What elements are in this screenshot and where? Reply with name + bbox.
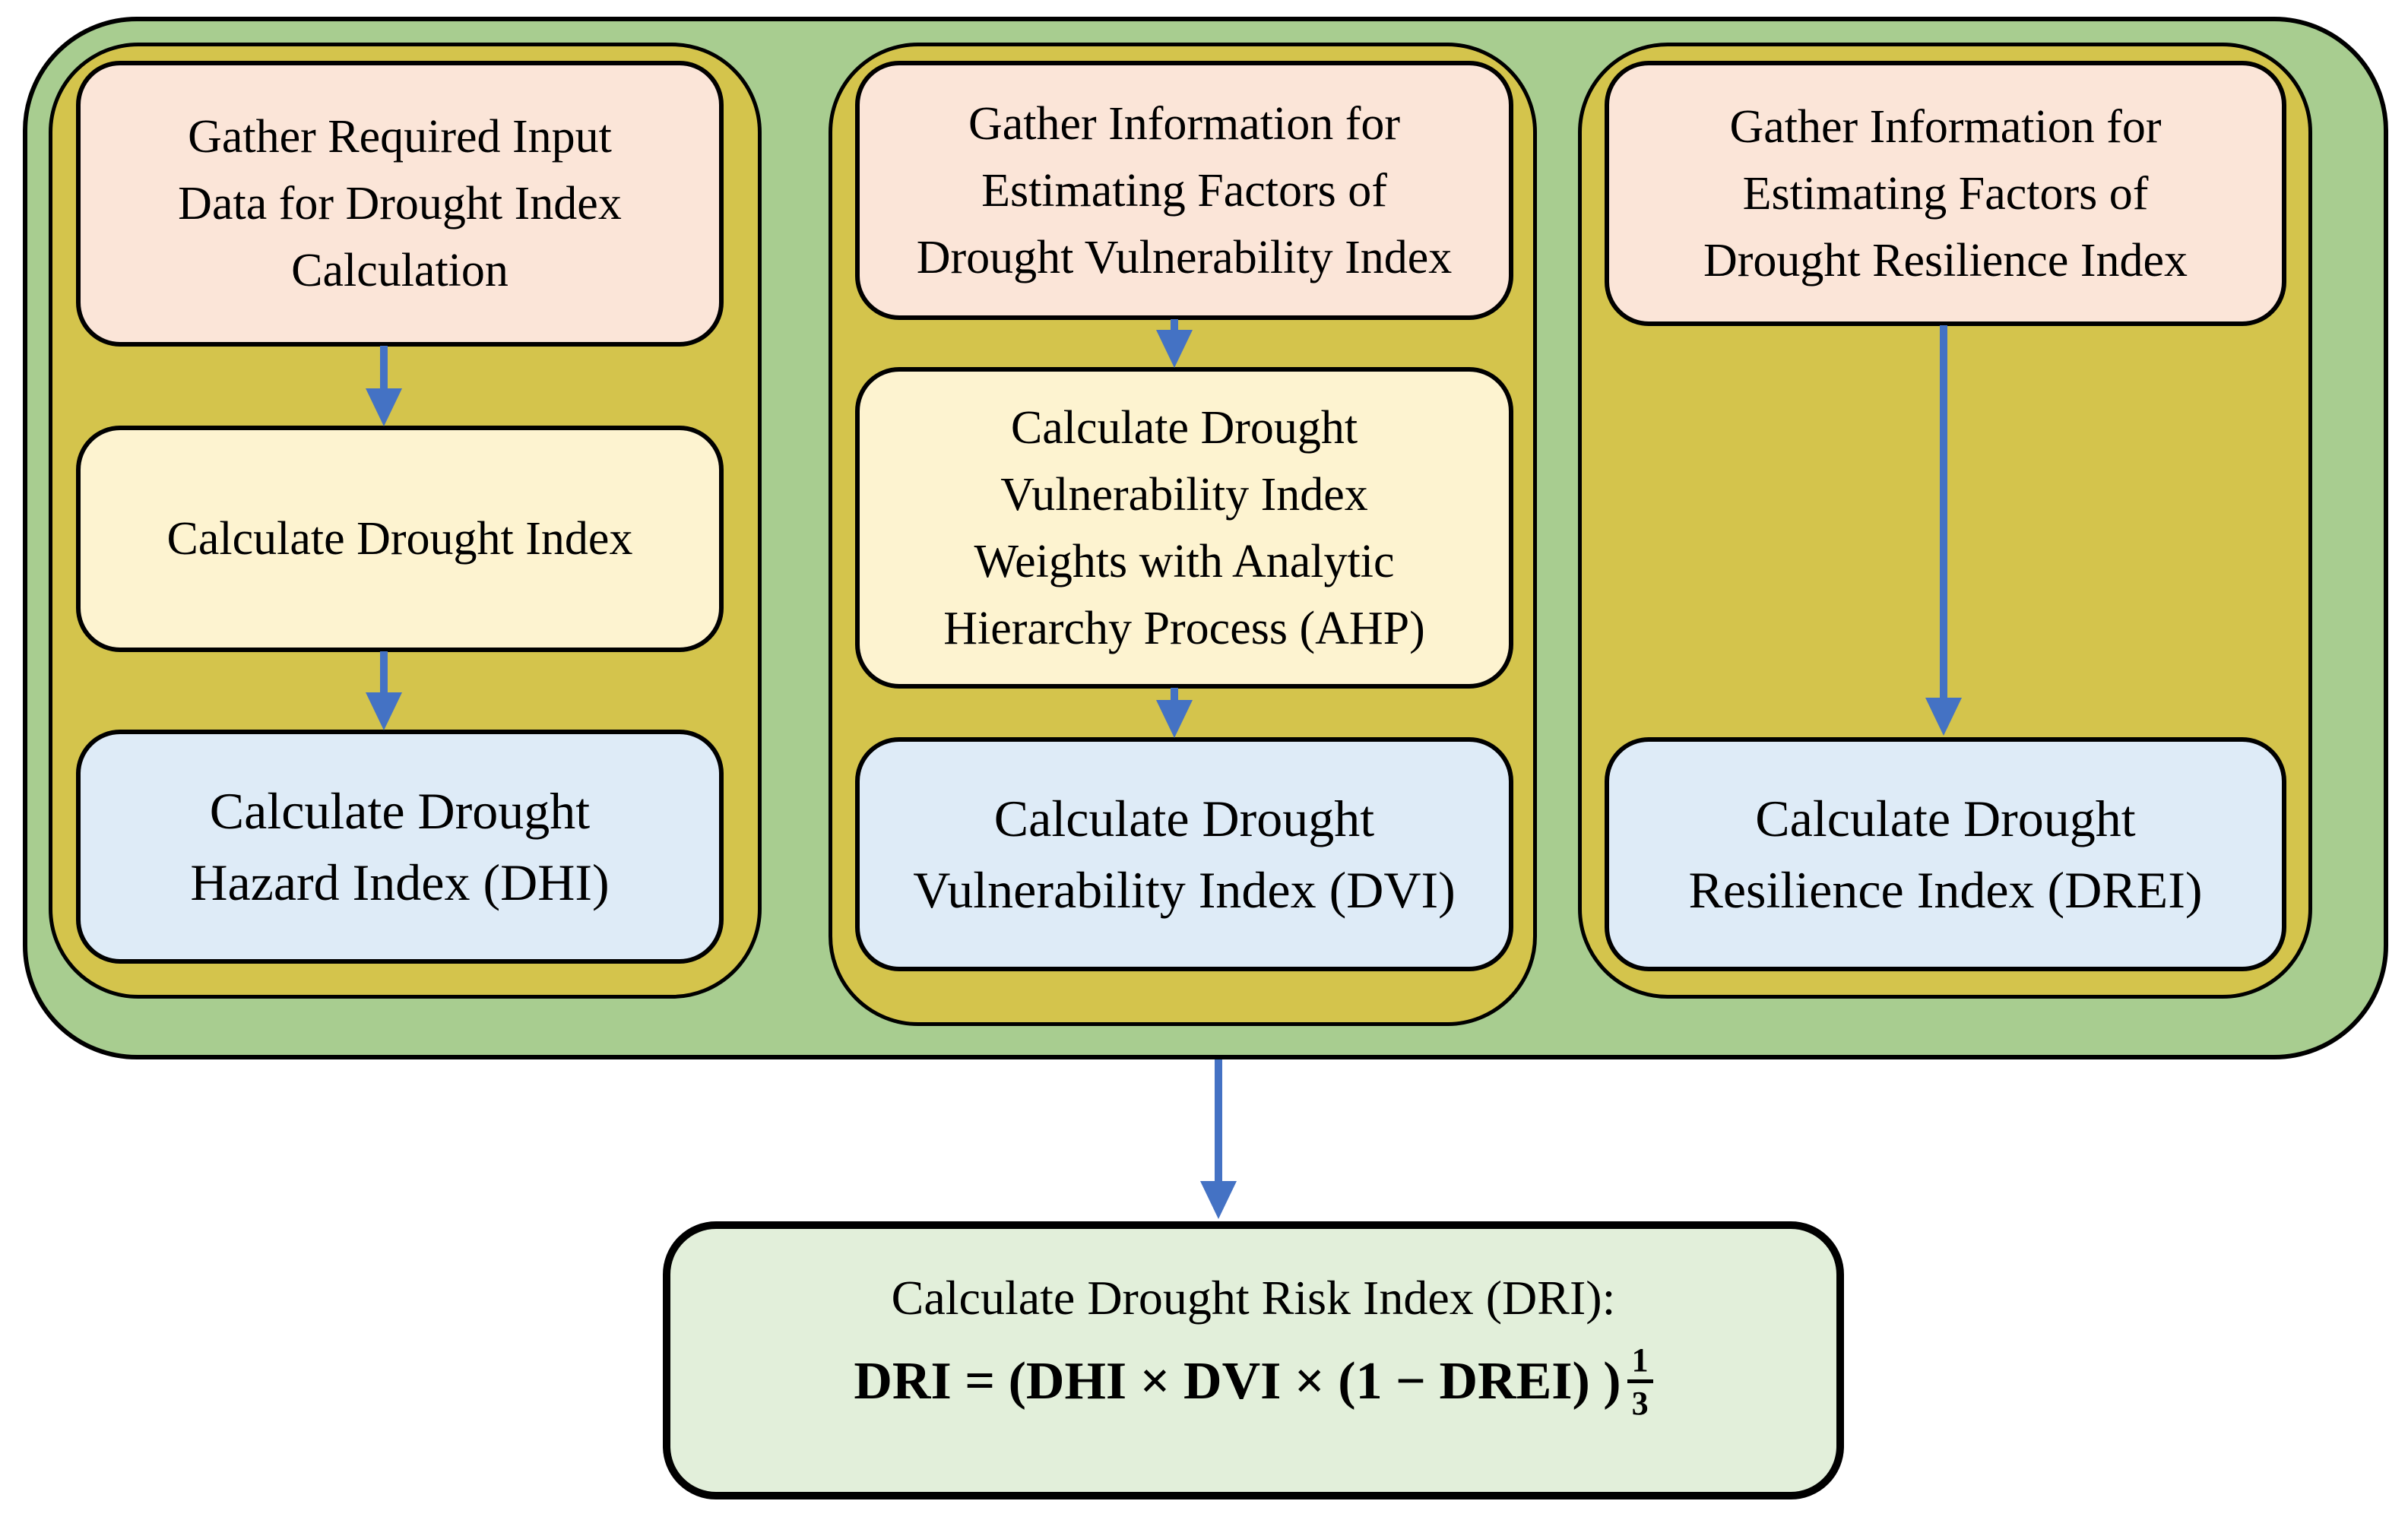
arrow-head-icon [1156, 330, 1193, 368]
arrow-shaft [1215, 1059, 1222, 1182]
arrow-shaft [1171, 688, 1178, 701]
exponent-denominator: 3 [1631, 1385, 1649, 1422]
calculate-dvi-box: Calculate Drought Vulnerability Index (D… [855, 737, 1513, 971]
arrow-shaft [380, 346, 388, 389]
gather-vulnerability-info-box: Gather Information for Estimating Factor… [855, 61, 1513, 320]
box-text-line: Hazard Index (DHI) [190, 853, 610, 911]
arrow-input-to-index [366, 346, 402, 426]
arrow-info-to-drei [1925, 325, 1962, 736]
box-text-line: Calculate Drought [993, 790, 1375, 847]
calculate-dhi-box: Calculate Drought Hazard Index (DHI) [76, 730, 724, 964]
arrow-ahp-to-dvi [1156, 688, 1193, 738]
arrow-head-icon [1200, 1181, 1237, 1219]
arrow-shaft [1940, 325, 1947, 698]
box-text-line: Gather Information for [968, 97, 1401, 150]
box-text-line: Calculate Drought [1010, 401, 1358, 454]
ahp-weights-box: Calculate Drought Vulnerability Index We… [855, 367, 1513, 689]
arrow-head-icon [366, 692, 402, 730]
arrow-shaft [1171, 319, 1178, 331]
calculate-dri-result-box: Calculate Drought Risk Index (DRI): DRI … [663, 1221, 1844, 1499]
calculate-drei-box: Calculate Drought Resilience Index (DREI… [1605, 737, 2286, 971]
box-text-line: Drought Vulnerability Index [916, 231, 1453, 283]
arrow-head-icon [1156, 700, 1193, 738]
gather-resilience-info-box: Gather Information for Estimating Factor… [1605, 61, 2286, 326]
box-text-line: Hierarchy Process (AHP) [943, 602, 1425, 654]
box-text-line: Data for Drought Index [178, 178, 622, 230]
box-text-line: Calculate Drought [1755, 790, 2136, 847]
exponent-numerator: 1 [1627, 1341, 1653, 1383]
arrow-head-icon [366, 388, 402, 426]
formula-body: DRI = (DHI × DVI × (1 − DREI) ) [854, 1351, 1621, 1411]
box-text-line: Gather Required Input [188, 111, 612, 163]
box-text-line: Estimating Factors of [1742, 167, 2149, 220]
arrow-index-to-dhi [366, 651, 402, 730]
box-text-line: Calculate Drought Index [166, 513, 633, 565]
arrow-info-to-ahp [1156, 319, 1193, 368]
arrow-head-icon [1925, 698, 1962, 736]
box-text-line: Gather Information for [1729, 100, 2162, 153]
box-text-line: Weights with Analytic [974, 535, 1395, 587]
arrow-shaft [380, 651, 388, 693]
box-text-line: Vulnerability Index [1000, 468, 1368, 521]
box-text-line: Vulnerability Index (DVI) [913, 861, 1456, 919]
box-text-line: Resilience Index (DREI) [1688, 861, 2203, 919]
calculate-drought-index-box: Calculate Drought Index [76, 426, 724, 652]
box-text-line: Drought Resilience Index [1703, 234, 2188, 287]
box-text-line: Calculate Drought [209, 782, 591, 840]
box-text-line: Calculation [291, 245, 509, 296]
result-title: Calculate Drought Risk Index (DRI): [891, 1270, 1616, 1325]
gather-input-data-box: Gather Required Input Data for Drought I… [76, 61, 724, 347]
box-text-line: Estimating Factors of [981, 164, 1387, 217]
arrow-container-to-dri [1200, 1059, 1237, 1219]
